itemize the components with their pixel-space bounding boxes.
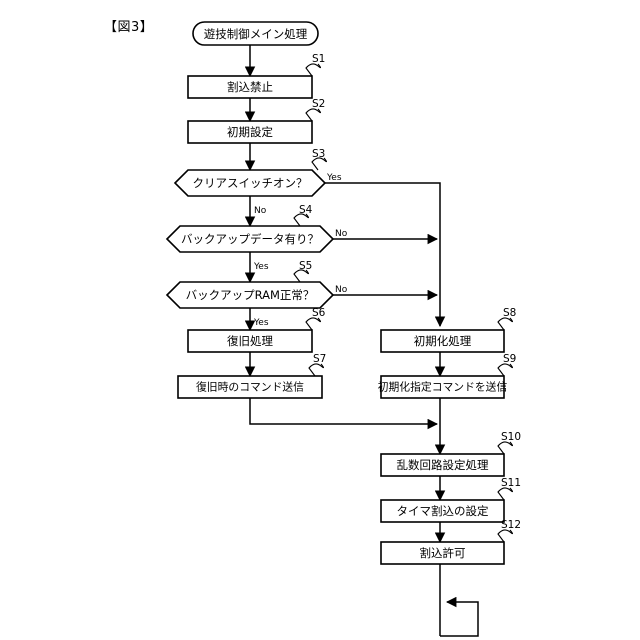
edge-loop-back: [440, 596, 479, 637]
s2-leader-line: [305, 108, 322, 122]
s9-shape: [380, 375, 505, 399]
s4-step-label: S4: [299, 204, 313, 216]
s2-step-label: S2: [312, 98, 325, 110]
node-s10[interactable]: 乱数回路設定処理: [380, 453, 505, 477]
s4-shape: [165, 225, 335, 253]
s7-label: 復旧時のコマンド送信: [196, 380, 304, 394]
s2-shape: [187, 120, 313, 144]
edge-s7-to-trunk: [249, 398, 439, 430]
s3-shape: [173, 169, 327, 197]
s4-leader-line: [293, 213, 310, 227]
s1-step-label: S1: [312, 53, 325, 65]
node-s4[interactable]: バックアップデータ有り？: [165, 225, 335, 253]
s12-shape: [380, 541, 505, 565]
s10-step-label: S10: [501, 431, 521, 443]
s8-step-label: S8: [503, 307, 516, 319]
s12-leader-line: [497, 529, 514, 543]
node-s6[interactable]: 復旧処理: [187, 329, 313, 353]
s6-shape: [187, 329, 313, 353]
s1-shape: [187, 75, 313, 99]
s6-leader-line: [305, 317, 322, 331]
s3-leader-line: [311, 157, 328, 171]
node-s8[interactable]: 初期化処理: [380, 329, 505, 353]
s3-no-label: No: [254, 206, 267, 216]
start-label: 遊技制御メイン処理: [204, 27, 308, 41]
node-s1[interactable]: 割込禁止: [187, 75, 313, 99]
s8-leader-line: [497, 317, 514, 331]
node-s12[interactable]: 割込許可: [380, 541, 505, 565]
s11-shape: [380, 499, 505, 523]
node-s2[interactable]: 初期設定: [187, 120, 313, 144]
node-s5[interactable]: バックアップRAM正常？: [165, 281, 335, 309]
s10-shape: [380, 453, 505, 477]
s8-shape: [380, 329, 505, 353]
s11-leader-line: [497, 487, 514, 501]
s5-step-label: S5: [299, 260, 312, 272]
s11-label: タイマ割込の設定: [397, 504, 489, 518]
s9-label: 初期化指定コマンドを送信: [378, 380, 508, 394]
node-s3[interactable]: クリアスイッチオン？: [173, 169, 327, 197]
s5-label: バックアップRAM正常？: [186, 288, 315, 302]
node-s7[interactable]: 復旧時のコマンド送信: [177, 375, 323, 399]
s5-yes-label: Yes: [253, 318, 269, 328]
s5-shape: [165, 281, 335, 309]
s3-step-label: S3: [312, 148, 325, 160]
s11-step-label: S11: [501, 477, 521, 489]
s12-label: 割込許可: [420, 546, 466, 560]
s7-step-label: S7: [313, 353, 326, 365]
s3-label: クリアスイッチオン？: [193, 176, 308, 190]
s2-label: 初期設定: [227, 125, 273, 139]
s12-step-label: S12: [501, 519, 521, 531]
start-shape: [192, 21, 319, 46]
s7-shape: [177, 375, 323, 399]
s9-step-label: S9: [503, 353, 516, 365]
edge-s3-yes-to-trunk: [325, 182, 446, 328]
s4-no-label: No: [335, 229, 348, 239]
s10-label: 乱数回路設定処理: [397, 458, 489, 472]
node-s9[interactable]: 初期化指定コマンドを送信: [378, 375, 508, 399]
node-s11[interactable]: タイマ割込の設定: [380, 499, 505, 523]
s5-leader-line: [293, 269, 310, 283]
s1-label: 割込禁止: [227, 80, 273, 94]
s9-leader-line: [497, 363, 514, 377]
s5-no-label: No: [335, 285, 348, 295]
s4-yes-label: Yes: [253, 262, 269, 272]
s6-label: 復旧処理: [227, 334, 273, 348]
s1-leader-line: [305, 63, 322, 77]
s7-leader-line: [308, 363, 325, 377]
s4-label: バックアップデータ有り？: [181, 232, 319, 246]
s3-yes-label: Yes: [326, 173, 342, 183]
s6-step-label: S6: [312, 307, 326, 319]
node-start[interactable]: 遊技制御メイン処理: [192, 21, 319, 46]
s10-leader-line: [497, 441, 514, 455]
figure-number-label: 【図3】: [104, 20, 154, 35]
s8-label: 初期化処理: [414, 334, 472, 348]
